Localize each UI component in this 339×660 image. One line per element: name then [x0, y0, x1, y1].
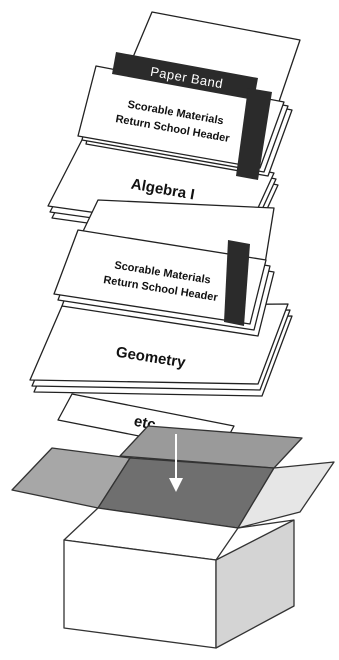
shipping-box: [12, 426, 334, 648]
group-2-stack: etc. Geometry Scorable Materials Return …: [30, 200, 292, 452]
